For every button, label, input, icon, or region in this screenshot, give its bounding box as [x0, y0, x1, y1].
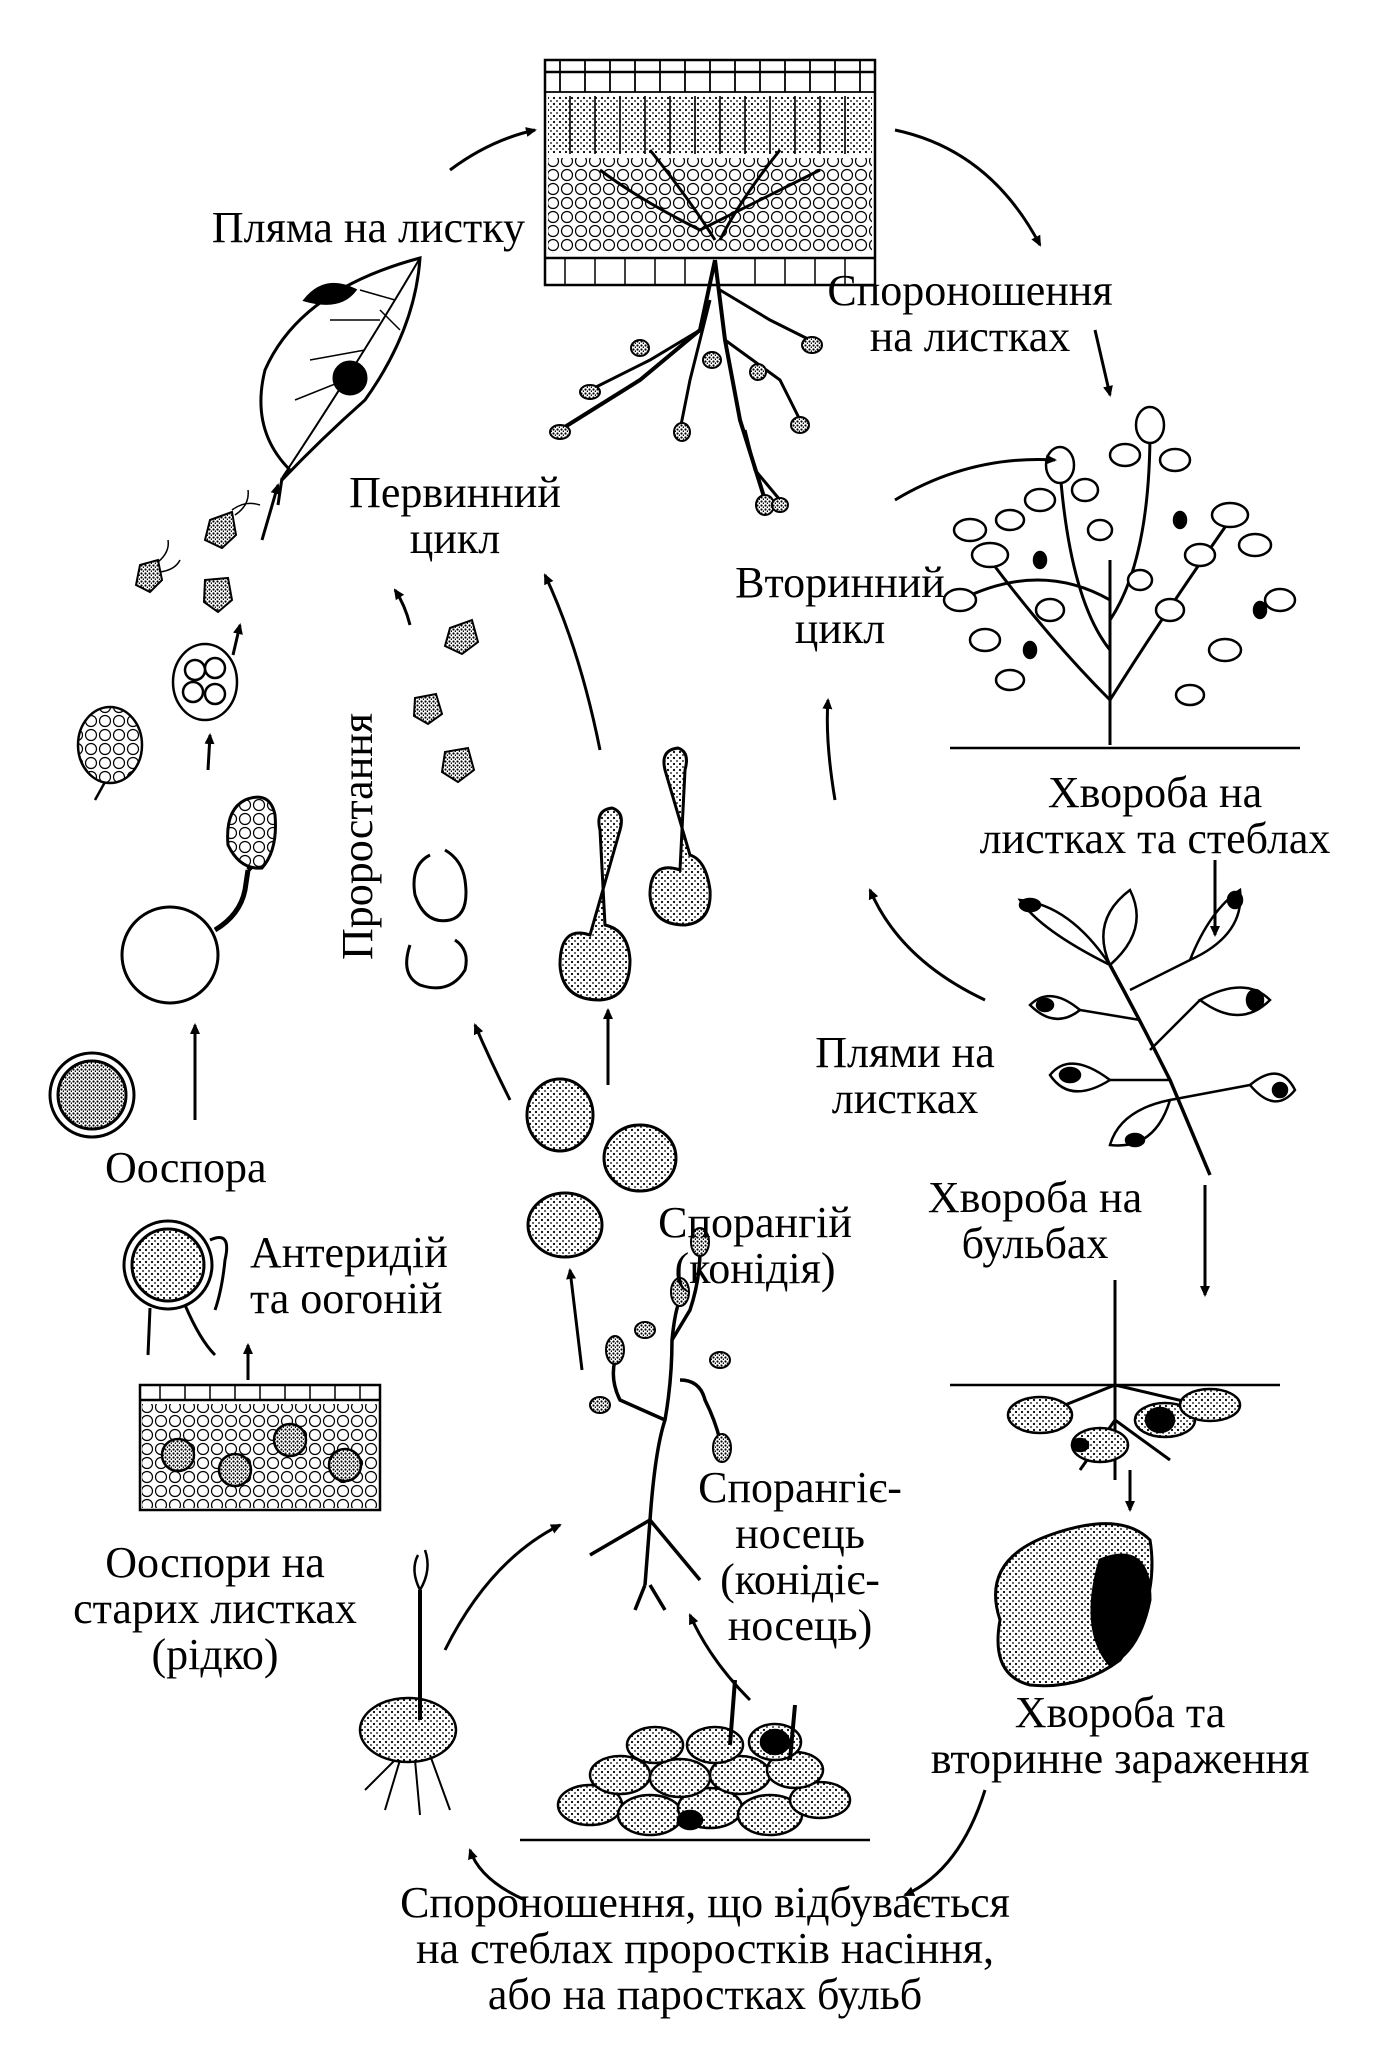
arrow-germ-to-primary: [543, 573, 602, 751]
potato-plant: [942, 405, 1300, 750]
sporangiophore-sporangia: [589, 1227, 732, 1463]
seed-tubers-pile: [520, 1679, 870, 1842]
label-sporangiophore: Спорангіє- носець (конідіє- носець): [698, 1463, 902, 1650]
arrow-section-to-plant: [894, 128, 1042, 247]
antheridium-oogonium: [122, 1219, 229, 1357]
label-sporangium: Спорангій (конідія): [658, 1198, 852, 1293]
cycle-arrows: [190, 127, 1220, 1902]
diseased-tubers-in-soil: [950, 1280, 1280, 1480]
arrow-sporangiophore-to-sporangia: [566, 1268, 584, 1371]
label-spots-on-leaves: Плями на листках: [815, 1028, 995, 1123]
label-disease-tubers: Хвороба на бульбах: [927, 1173, 1143, 1268]
diseased-tuber: [994, 1522, 1154, 1688]
arrow-secondary-up: [822, 698, 837, 801]
zoospores-left: [134, 489, 261, 614]
sporangium-with-zoospores: [76, 642, 239, 801]
arrow-spots-to-cycle: [868, 888, 986, 1002]
label-sporulation-leaves: Спороношення на листках: [827, 266, 1113, 361]
arrow-sporulation-to-plant: [1093, 329, 1113, 397]
label-sporulation-stems: Спороношення, що відбувається на стеблах…: [400, 1878, 1010, 2019]
arrow-germ-oospore-up: [204, 733, 215, 771]
spotted-leaves-branch: [1017, 887, 1297, 1176]
label-germination: Проростання: [333, 712, 382, 960]
arrow-tuber-to-bottom: [903, 1789, 987, 1897]
arrow-sporangium-up: [231, 623, 243, 656]
leaf-with-spot: [259, 256, 422, 506]
arrow-leaf-to-section: [449, 127, 537, 172]
oospore-germination: [120, 795, 277, 1005]
empty-sporangia: [405, 848, 468, 990]
label-antheridium-oogonium: Антеридій та оогоній: [250, 1228, 448, 1323]
arrow-zoospores-up: [393, 588, 412, 626]
leaf-cross-section-sporulation: [543, 58, 877, 501]
sprouting-seed-tuber: [358, 1549, 458, 1816]
germinating-sporangia: [558, 746, 712, 1002]
oospore: [48, 1051, 136, 1139]
label-oospore: Ооспора: [105, 1143, 267, 1192]
label-oospores-old-leaves: Ооспори на старих листках (рідко): [73, 1538, 357, 1679]
label-disease-secondary-infection: Хвороба та вторинне зараження: [930, 1688, 1310, 1783]
leaf-cross-section-oospores: [138, 1383, 382, 1512]
sporangia: [525, 1077, 678, 1259]
sporangiophore: [589, 1249, 722, 1611]
arrow-zoospore-up: [260, 483, 281, 541]
arrow-sporangia-to-empty: [473, 1023, 512, 1101]
arrow-pile-to-sporangiophore: [688, 1613, 752, 1702]
sporangia-on-sporangiophores: [549, 336, 823, 516]
label-disease-leaves-stems: Хвороба на листках та стеблах: [979, 768, 1331, 863]
label-primary-cycle: Первинний цикл: [349, 468, 561, 563]
zoospores-center: [412, 618, 480, 784]
label-leaf-spot: Пляма на листку: [211, 203, 525, 252]
label-secondary-cycle: Вторинний цикл: [735, 558, 945, 653]
arrow-bottom-to-seedling: [468, 1848, 526, 1902]
arrow-secondary-cycle: [894, 454, 1057, 502]
arrow-seedling-to-sporangiophore: [443, 1523, 562, 1651]
